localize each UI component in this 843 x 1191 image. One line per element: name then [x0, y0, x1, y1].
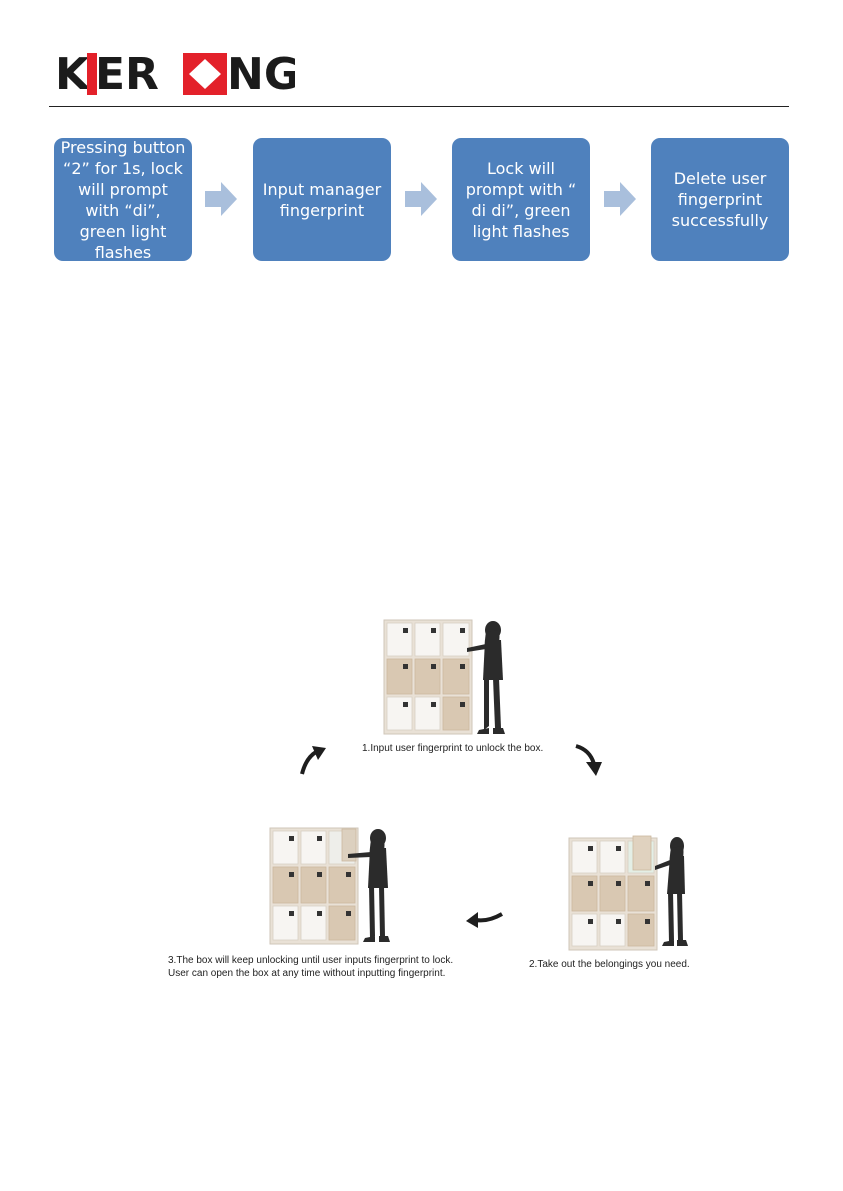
flow-step-4-text: Delete user fingerprint successfully — [671, 169, 769, 230]
cycle-arrow-icon — [466, 912, 503, 928]
caption-step-1: 1.Input user fingerprint to unlock the b… — [362, 743, 544, 754]
flow-step-3: Lock will prompt with “ di di”, green li… — [452, 138, 590, 261]
locker-scene-3 — [269, 827, 390, 945]
flow-step-1-text: Pressing button “2” for 1s, lock will pr… — [60, 137, 186, 262]
flow-step-2-text: Input manager fingerprint — [262, 179, 382, 220]
flow-arrow-icon — [604, 182, 636, 216]
logo-o-diamond — [189, 59, 221, 89]
flow-step-3-text: Lock will prompt with “ di di”, green li… — [465, 158, 577, 241]
flow-arrow-icon — [205, 182, 237, 216]
locker-scene-1 — [383, 619, 505, 735]
logo-k: K — [55, 53, 91, 95]
header-divider — [49, 106, 789, 107]
logo-er: ER — [95, 53, 159, 95]
cycle-arrow-icon — [575, 744, 602, 776]
flow-step-1: Pressing button “2” for 1s, lock will pr… — [54, 137, 192, 262]
logo-red-bar — [87, 53, 97, 95]
cycle-arrow-icon — [300, 746, 326, 775]
caption-step-3-line-2: User can open the box at any time withou… — [168, 968, 446, 979]
caption-step-3-line-1: 3.The box will keep unlocking until user… — [168, 955, 454, 966]
brand-wordmark: K ER NG — [55, 53, 295, 95]
flow-step-4: Delete user fingerprint successfully — [651, 138, 789, 261]
caption-step-2: 2.Take out the belongings you need. — [529, 959, 690, 970]
flow-step-2: Input manager fingerprint — [253, 138, 391, 261]
logo-ng: NG — [227, 53, 295, 95]
flow-arrow-icon — [405, 182, 437, 216]
locker-scene-2 — [568, 835, 688, 951]
